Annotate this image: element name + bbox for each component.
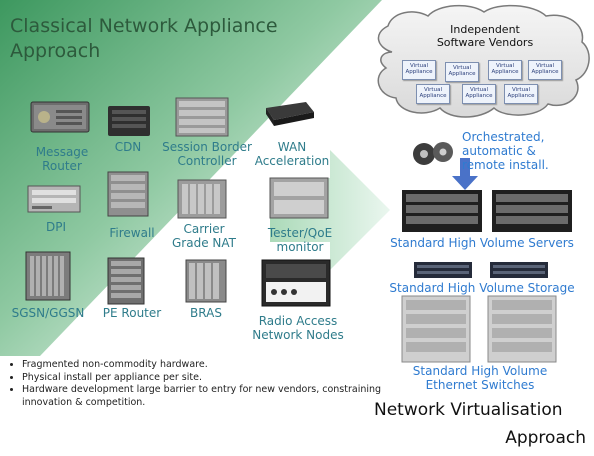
firewall-image xyxy=(107,171,149,217)
orchestration-text: Orchestrated, automatic & remote install… xyxy=(462,130,549,173)
label-carrier-grade-nat: Carrier Grade NAT xyxy=(172,222,236,251)
right-title-line2: Approach xyxy=(505,428,586,448)
virtual-appliance-box: Virtual Appliance xyxy=(445,62,479,82)
bras-image xyxy=(185,259,227,303)
label-storage: Standard High Volume Storage xyxy=(389,281,575,295)
storage-right-image xyxy=(490,262,548,278)
carrier-grade-nat-image xyxy=(177,179,227,219)
radio-access-node-image xyxy=(261,259,331,307)
tester-qoe-monitor-image xyxy=(269,177,329,219)
sgsn-ggsn-image xyxy=(25,251,71,301)
label-firewall: Firewall xyxy=(109,226,155,240)
label-switches: Standard High Volume Ethernet Switches xyxy=(412,364,548,393)
virtual-appliance-box: Virtual Appliance xyxy=(462,84,496,104)
label-bras: BRAS xyxy=(190,306,222,320)
label-radio-access-network-nodes: Radio Access Network Nodes xyxy=(252,314,344,343)
label-dpi: DPI xyxy=(45,220,66,234)
left-title-line1: Classical Network Appliance xyxy=(10,15,278,37)
pe-router-image xyxy=(107,257,145,305)
wan-acceleration-image xyxy=(266,102,314,126)
cloud-title: Independent Software Vendors xyxy=(436,23,534,49)
green-background-triangle xyxy=(0,0,382,356)
server-right-image xyxy=(492,190,572,232)
virtual-appliance-box: Virtual Appliance xyxy=(416,84,450,104)
label-sgsn-ggsn: SGSN/GGSN xyxy=(11,306,85,320)
label-session-border-controller: Session Border Controller xyxy=(162,140,252,169)
session-border-controller-image xyxy=(175,97,229,137)
left-title: Classical Network Appliance Approach xyxy=(10,14,278,63)
virtual-appliance-box: Virtual Appliance xyxy=(504,84,538,104)
server-left-image xyxy=(402,190,482,232)
dpi-image xyxy=(27,185,81,213)
message-router-image xyxy=(30,101,90,133)
label-cdn: CDN xyxy=(114,140,142,154)
virtual-appliance-box: Virtual Appliance xyxy=(402,60,436,80)
note-item: Physical install per appliance per site. xyxy=(22,372,382,385)
cdn-image xyxy=(108,106,150,136)
right-title-line1: Network Virtualisation xyxy=(374,400,563,420)
label-pe-router: PE Router xyxy=(102,306,162,320)
gears-icon xyxy=(413,142,453,165)
virtual-appliance-box: Virtual Appliance xyxy=(488,60,522,80)
storage-left-image xyxy=(414,262,472,278)
label-servers: Standard High Volume Servers xyxy=(390,236,574,250)
switch-right-image xyxy=(487,295,557,363)
notes-list: Fragmented non-commodity hardware. Physi… xyxy=(8,359,382,409)
note-item: Hardware development large barrier to en… xyxy=(22,384,382,409)
install-arrow xyxy=(452,158,478,190)
virtual-appliance-box: Virtual Appliance xyxy=(528,60,562,80)
note-item: Fragmented non-commodity hardware. xyxy=(22,359,382,372)
switch-left-image xyxy=(401,295,471,363)
label-message-router: Message Router xyxy=(35,145,89,174)
label-tester-qoe-monitor: Tester/QoE monitor xyxy=(267,226,333,255)
left-title-line2: Approach xyxy=(10,39,101,62)
label-wan-acceleration: WAN Acceleration xyxy=(254,140,330,169)
